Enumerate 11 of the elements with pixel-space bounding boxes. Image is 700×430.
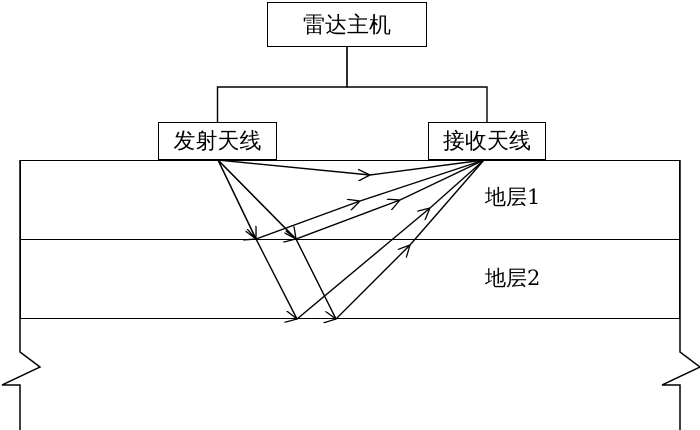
box-label: 发射天线 <box>174 128 262 156</box>
component-box <box>267 2 427 47</box>
box-label: 雷达主机 <box>303 12 391 40</box>
layer-label: 地层2 <box>485 265 540 292</box>
soil-layer-band <box>20 239 680 319</box>
component-box <box>428 122 546 160</box>
connector-line <box>346 47 488 122</box>
box-label: 接收天线 <box>443 128 531 156</box>
component-box <box>158 122 277 160</box>
soil-layer-band <box>20 160 680 239</box>
layer-label: 地层1 <box>485 184 540 211</box>
